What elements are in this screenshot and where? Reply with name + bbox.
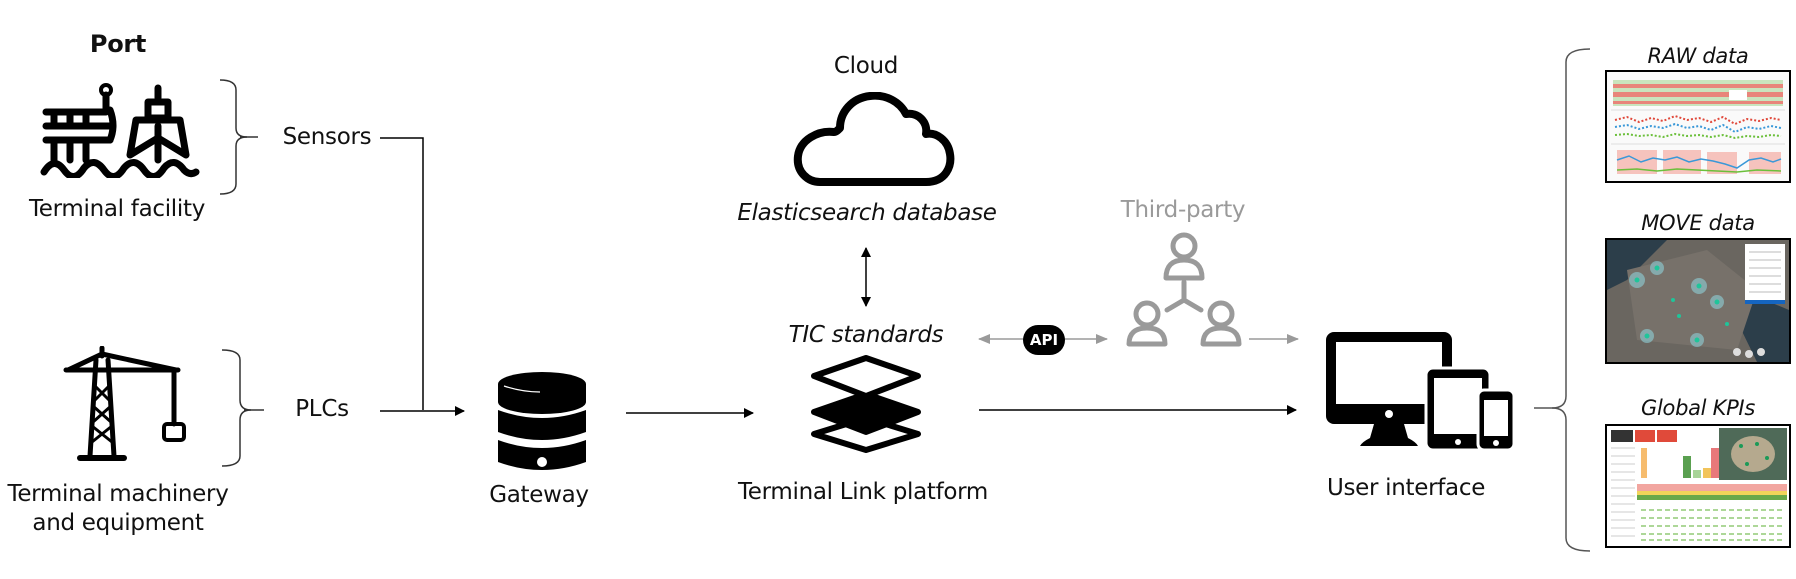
- network-users-icon: [1126, 232, 1242, 347]
- api-badge: API: [1023, 325, 1065, 355]
- cloud-title: Cloud: [833, 53, 899, 79]
- move-data-thumbnail: [1605, 238, 1791, 364]
- port-ship-icon: [40, 83, 200, 178]
- plcs-bracket: [221, 349, 252, 467]
- devices-icon: [1326, 332, 1516, 452]
- gateway-label: Gateway: [489, 482, 589, 508]
- elasticsearch-label: Elasticsearch database: [737, 200, 997, 226]
- outputs-bracket: [1551, 48, 1591, 552]
- global-kpis-thumbnail: [1605, 424, 1791, 548]
- layers-icon: [811, 355, 921, 453]
- sensors-connector: [380, 137, 424, 410]
- user-interface-label: User interface: [1326, 475, 1486, 501]
- raw-data-label: RAW data: [1647, 44, 1749, 68]
- global-kpis-label: Global KPIs: [1641, 396, 1755, 420]
- raw-data-thumbnail: [1605, 70, 1791, 183]
- crane-icon: [63, 346, 186, 461]
- sensors-label: Sensors: [282, 124, 372, 150]
- platform-label: Terminal Link platform: [737, 479, 989, 505]
- move-data-label: MOVE data: [1641, 211, 1755, 235]
- terminal-machinery-label-line1: Terminal machinery: [7, 481, 229, 507]
- api-label: API: [1029, 331, 1059, 349]
- third-party-label: Third-party: [1120, 197, 1246, 223]
- tic-standards-label: TIC standards: [788, 322, 944, 348]
- port-title: Port: [89, 30, 147, 58]
- database-icon: [498, 372, 586, 470]
- terminal-facility-label: Terminal facility: [28, 196, 206, 222]
- terminal-machinery-label-line2: and equipment: [32, 510, 204, 536]
- plcs-label: PLCs: [295, 396, 349, 422]
- cloud-icon: [793, 92, 955, 186]
